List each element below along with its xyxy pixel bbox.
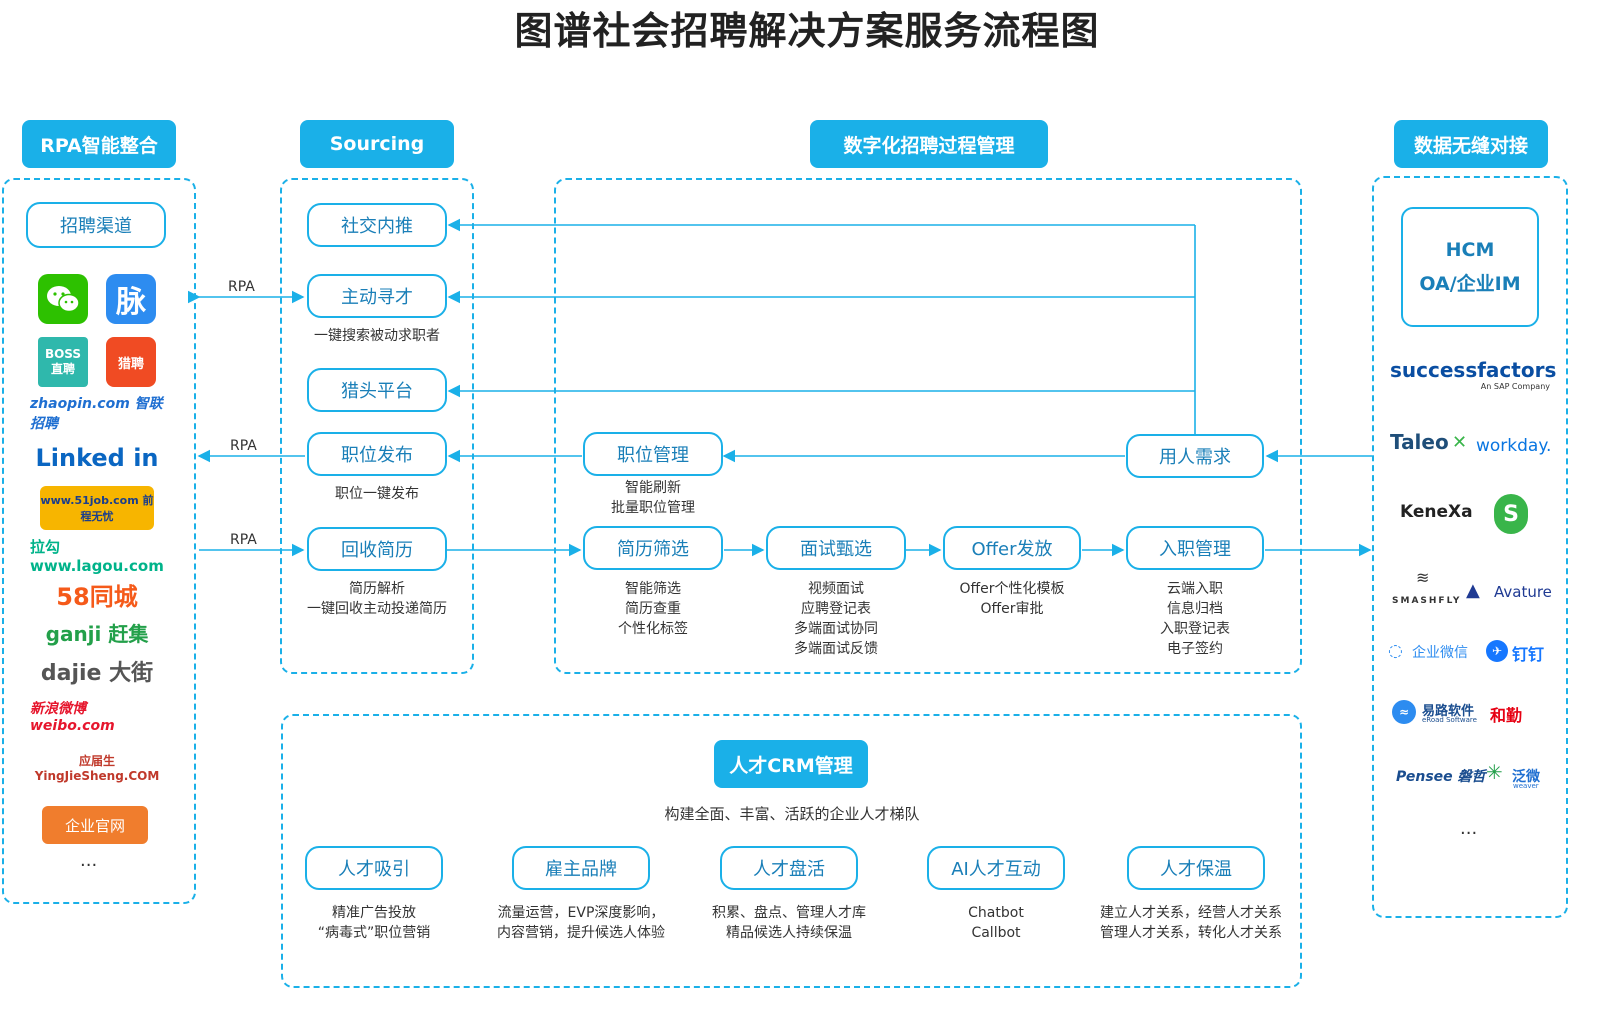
desc-resume-collect: 简历解析 一键回收主动投递简历: [307, 581, 447, 617]
boss-logo: BOSS 直聘: [38, 337, 88, 387]
dingtalk-icon: ✈: [1486, 640, 1508, 662]
desc-onboarding: 云端入职 信息归档 入职登记表 电子签约: [1160, 581, 1230, 657]
node-active-headhunt[interactable]: 主动寻才: [307, 274, 447, 318]
hcm-box: HCM OA/企业IM: [1401, 207, 1539, 327]
header-digital-process: 数字化招聘过程管理: [810, 120, 1048, 168]
hcm-line-2: OA/企业IM: [1419, 273, 1521, 295]
desc-offer: Offer个性化模板 Offer审批: [959, 581, 1065, 617]
crm-desc-ai-interaction: Chatbot Callbot: [968, 905, 1024, 941]
workday-logo: workday.: [1476, 436, 1552, 456]
eroad-icon: ≈: [1392, 700, 1416, 724]
crm-desc-talent-nurture: 建立人才关系，经营人才关系 管理人才关系，转化人才关系: [1100, 905, 1282, 941]
desc-interview: 视频面试 应聘登记表 多端面试协同 多端面试反馈: [794, 581, 878, 657]
avature-icon: ▲: [1466, 580, 1480, 601]
header-sourcing: Sourcing: [300, 120, 454, 168]
crm-talent-activation[interactable]: 人才盘活: [720, 846, 858, 890]
wecom-icon: ◌: [1388, 641, 1403, 661]
zhaopin-logo: zhaopin.com 智联招聘: [30, 396, 163, 432]
crm-desc-employer-brand: 流量运营，EVP深度影响， 内容营销，提升候选人体验: [497, 905, 665, 941]
eroad-logo: 易路软件: [1422, 704, 1475, 719]
node-job-management[interactable]: 职位管理: [583, 432, 723, 476]
eroad-sub: eRoad Software: [1422, 716, 1477, 724]
official-site-badge[interactable]: 企业官网: [42, 806, 148, 844]
desc-active-headhunt: 一键搜索被动求职者: [314, 328, 440, 344]
process-panel: [554, 178, 1302, 674]
crm-ai-interaction[interactable]: AI人才互动: [927, 846, 1065, 890]
dajie-logo: dajie 大街: [40, 661, 154, 686]
avature-logo: Avature: [1494, 583, 1552, 601]
smashfly-icon: ≋: [1416, 568, 1430, 587]
desc-job-management: 智能刷新 批量职位管理: [611, 480, 695, 516]
successfactors-logo: successfactors: [1390, 358, 1557, 382]
rpa-label-2: RPA: [230, 438, 257, 454]
crm-talent-nurture[interactable]: 人才保温: [1127, 846, 1265, 890]
lagou-logo: 拉勾 www.lagou.com: [30, 537, 164, 575]
dingtalk-logo: 钉钉: [1512, 645, 1545, 664]
heqin-logo: 和勤: [1490, 706, 1523, 725]
rpa-label-1: RPA: [228, 279, 255, 295]
51job-logo: www.51job.com 前程无忧: [40, 486, 154, 530]
channels-label: 招聘渠道: [26, 202, 166, 248]
page-title: 图谱社会招聘解决方案服务流程图: [514, 9, 1100, 53]
crm-employer-brand[interactable]: 雇主品牌: [512, 846, 650, 890]
sourcing-panel: [280, 178, 474, 674]
taleo-logo: Taleo: [1390, 430, 1449, 454]
kenexa-logo: KeneXa: [1400, 502, 1473, 522]
s-logo: S: [1494, 494, 1528, 534]
wechat-icon: [47, 286, 80, 313]
smashfly-logo: SMASHFLY: [1392, 596, 1462, 606]
weaver-logo: 泛微: [1512, 769, 1540, 785]
header-data-integration: 数据无缝对接: [1394, 120, 1548, 168]
integration-more: ...: [1460, 818, 1478, 839]
desc-resume-screening: 智能筛选 简历查重 个性化标签: [618, 581, 688, 637]
node-hiring-demand[interactable]: 用人需求: [1126, 434, 1264, 478]
rpa-label-3: RPA: [230, 532, 257, 548]
node-interview[interactable]: 面试甄选: [766, 526, 906, 570]
node-social-referral[interactable]: 社交内推: [307, 203, 447, 247]
node-job-posting[interactable]: 职位发布: [307, 432, 447, 476]
header-rpa: RPA智能整合: [22, 120, 176, 168]
node-resume-screening[interactable]: 简历筛选: [583, 526, 723, 570]
hcm-line-1: HCM: [1445, 239, 1495, 261]
liepin-logo: 猎聘: [106, 337, 156, 387]
node-onboarding[interactable]: 入职管理: [1126, 526, 1264, 570]
crm-panel: [281, 714, 1302, 988]
crm-talent-attraction[interactable]: 人才吸引: [305, 846, 443, 890]
node-resume-collect[interactable]: 回收简历: [307, 527, 447, 571]
crm-subtitle: 构建全面、丰富、活跃的企业人才梯队: [664, 805, 920, 823]
taleo-x-icon: ✕: [1452, 432, 1468, 453]
desc-job-posting: 职位一键发布: [335, 486, 419, 502]
linkedin-logo: Linked in: [35, 444, 159, 472]
node-hunter-platform[interactable]: 猎头平台: [307, 368, 447, 412]
weibo-logo: 新浪微博 weibo.com: [30, 701, 115, 734]
yingjiesheng-logo: 应届生 YingJieSheng.COM: [34, 753, 160, 783]
ganji-logo: ganji 赶集: [45, 621, 149, 646]
pensee-logo: Pensee 磐哲: [1396, 769, 1486, 785]
58-logo: 58同城: [56, 582, 138, 611]
integration-panel: [1372, 176, 1568, 918]
channels-more: ...: [80, 850, 98, 871]
crm-desc-talent-activation: 积累、盘点、管理人才库 精品候选人持续保温: [712, 905, 866, 941]
crm-desc-talent-attraction: 精准广告投放 “病毒式”职位营销: [317, 905, 431, 941]
node-offer[interactable]: Offer发放: [943, 526, 1081, 570]
successfactors-sub: An SAP Company: [1480, 382, 1550, 391]
weaver-sub: weaver: [1513, 782, 1539, 790]
weaver-icon: ✳: [1486, 760, 1503, 784]
wecom-logo: 企业微信: [1412, 645, 1468, 661]
wechat-logo: [38, 274, 88, 324]
header-crm: 人才CRM管理: [714, 740, 868, 788]
maimai-logo: 脉: [106, 274, 156, 324]
channels-panel: [2, 178, 196, 904]
